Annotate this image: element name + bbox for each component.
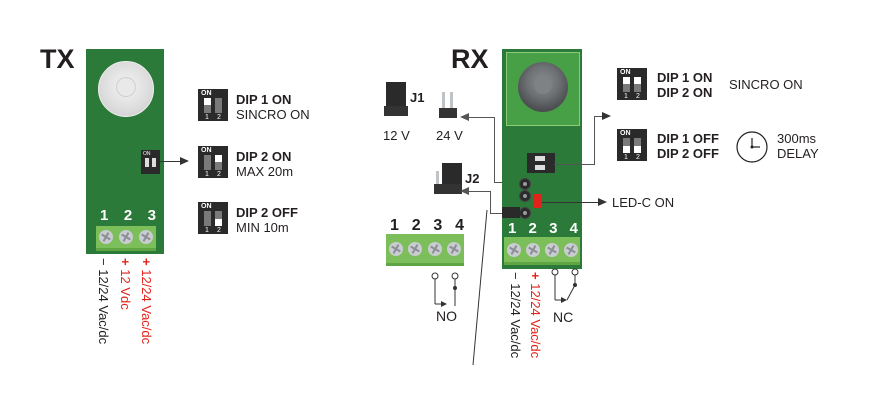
- dip-setting-desc: MAX 20m: [236, 164, 294, 179]
- screw-icon: [544, 242, 559, 257]
- dip-setting-desc: SINCRO ON: [236, 107, 310, 122]
- tx-terminal-number: 2: [123, 207, 133, 224]
- rx-led-c-indicator: [534, 194, 541, 208]
- rx-j1-label: J1: [410, 90, 425, 105]
- screw-icon: [427, 241, 442, 256]
- screw-icon: [139, 230, 153, 244]
- tx-terminal-numbers: 1 2 3: [100, 207, 156, 224]
- screw-icon: [563, 242, 578, 257]
- screw-icon: [99, 230, 113, 244]
- rx-dip-setting-1: ON 1 2 DIP 1 ON DIP 2 ON SINCRO ON: [617, 68, 803, 100]
- no-contact-symbol-icon: [431, 272, 459, 307]
- rx-terminal-number: 1: [508, 220, 517, 237]
- rx-terminal-number: 4: [569, 220, 578, 237]
- screw-icon: [119, 230, 133, 244]
- rx-j2-label: J2: [465, 171, 480, 186]
- nc-contact-symbol-icon: [551, 268, 579, 303]
- rx-aux-terminal-number: 2: [411, 217, 421, 234]
- tx-wire-label-1: − 12/24 Vac/dc: [96, 258, 111, 345]
- dip-setting-title: DIP 2 OFF: [236, 205, 298, 220]
- rx-receiver-lens-icon: [518, 62, 568, 112]
- tx-wire-label-2: + 12 Vdc: [118, 258, 133, 310]
- dip-setting-title: DIP 2 OFF: [657, 146, 719, 161]
- dip-switch-icon: ON 1 2: [617, 68, 647, 100]
- dip-switch-icon: ON 1 2: [617, 129, 647, 161]
- rx-aux-terminal-number: 3: [433, 217, 443, 234]
- rx-dip-connector-line-v: [594, 116, 595, 165]
- dip-setting-title: DIP 2 ON: [657, 85, 713, 100]
- rx-j2-connector-line-v: [490, 191, 491, 213]
- tx-dip-setting-3: ON 1 2 DIP 2 OFF MIN 10m: [198, 202, 298, 235]
- arrow-icon: [180, 157, 189, 165]
- tx-dip-setting-2: ON 1 2 DIP 2 ON MAX 20m: [198, 146, 293, 179]
- rx-terminal-block: [504, 237, 580, 265]
- dip-setting-desc: MIN 10m: [236, 220, 289, 235]
- rx-jumper-pin: [519, 178, 531, 190]
- rx-pcb-board: 1 2 3 4: [502, 49, 582, 269]
- rx-j2-connector-line: [466, 191, 490, 192]
- screw-icon: [447, 241, 462, 256]
- rx-aux-terminal-block: [386, 234, 464, 266]
- screw-icon: [525, 242, 540, 257]
- dip-setting-title: DIP 2 ON: [236, 149, 292, 164]
- arrow-icon: [602, 112, 611, 120]
- rx-wire-label-2: + 12/24 Vac/dc: [528, 272, 543, 359]
- rx-j1-connector-line: [466, 117, 494, 118]
- clock-icon: [736, 131, 768, 163]
- rx-aux-terminal-number: 1: [390, 217, 399, 234]
- rx-jumper-pin: [519, 207, 531, 219]
- rx-terminal-numbers: 1 2 3 4: [508, 220, 578, 237]
- rx-main-contact-label: NC: [553, 309, 574, 325]
- rx-terminal-number: 2: [528, 220, 537, 237]
- dip-switch-icon: ON 1 2: [198, 89, 228, 121]
- arrow-icon: [460, 187, 469, 195]
- rx-j1-option-24v: 24 V: [436, 128, 463, 143]
- dip-setting-title: DIP 1 ON: [657, 70, 713, 85]
- dip-setting-title: DIP 1 ON: [236, 92, 292, 107]
- tx-terminal-block: [96, 226, 156, 251]
- dip-switch-icon: ON 1 2: [198, 146, 228, 178]
- rx-j1-option-12v: 12 V: [383, 128, 410, 143]
- screw-icon: [506, 242, 521, 257]
- tx-wire-label-3: + 12/24 Vac/dc: [139, 258, 154, 345]
- rx-dip-connector-line-h: [594, 116, 604, 117]
- separator-line: [472, 209, 488, 366]
- rx-led-connector-line: [542, 202, 600, 203]
- rx-j1-connector-line-v: [494, 117, 495, 182]
- rx-aux-contact-label: NO: [436, 308, 457, 324]
- tx-title: TX: [40, 44, 75, 74]
- dip-setting-title: DIP 1 OFF: [657, 131, 719, 146]
- rx-dip-connector-line: [554, 164, 594, 165]
- rx-delay-label: DELAY: [777, 146, 819, 161]
- rx-wire-label-1: − 12/24 Vac/dc: [508, 272, 523, 359]
- tx-connector-line: [160, 161, 182, 162]
- rx-dip-setting-desc: SINCRO ON: [729, 77, 803, 92]
- rx-led-label: LED-C ON: [612, 195, 675, 210]
- rx-j2-connector-line-h: [490, 213, 504, 214]
- rx-aux-terminal-number: 4: [455, 217, 464, 234]
- tx-onboard-dip-switch[interactable]: ON: [141, 150, 160, 174]
- dip-switch-icon: ON 1 2: [198, 202, 228, 234]
- tx-dip-setting-1: ON 1 2 DIP 1 ON SINCRO ON: [198, 89, 310, 122]
- rx-terminal-number: 3: [549, 220, 558, 237]
- screw-icon: [408, 241, 423, 256]
- rx-sensor-area: [506, 52, 580, 126]
- arrow-icon: [460, 113, 469, 121]
- arrow-icon: [598, 198, 607, 206]
- tx-lens-icon: [98, 61, 154, 117]
- rx-title: RX: [451, 44, 489, 74]
- rx-jumper-cap: [502, 207, 520, 218]
- rx-aux-terminal-numbers: 1 2 3 4: [390, 217, 464, 234]
- rx-onboard-dip-switch[interactable]: [527, 153, 555, 173]
- tx-terminal-number: 1: [100, 207, 109, 224]
- rx-dip-setting-2: ON 1 2 DIP 1 OFF DIP 2 OFF 300ms DELAY: [617, 129, 819, 163]
- rx-jumper-pin: [519, 190, 531, 202]
- rx-delay-value: 300ms: [777, 131, 817, 146]
- tx-terminal-number: 3: [147, 207, 156, 224]
- tx-pcb-board: ON 1 2 3: [86, 49, 164, 254]
- screw-icon: [388, 241, 403, 256]
